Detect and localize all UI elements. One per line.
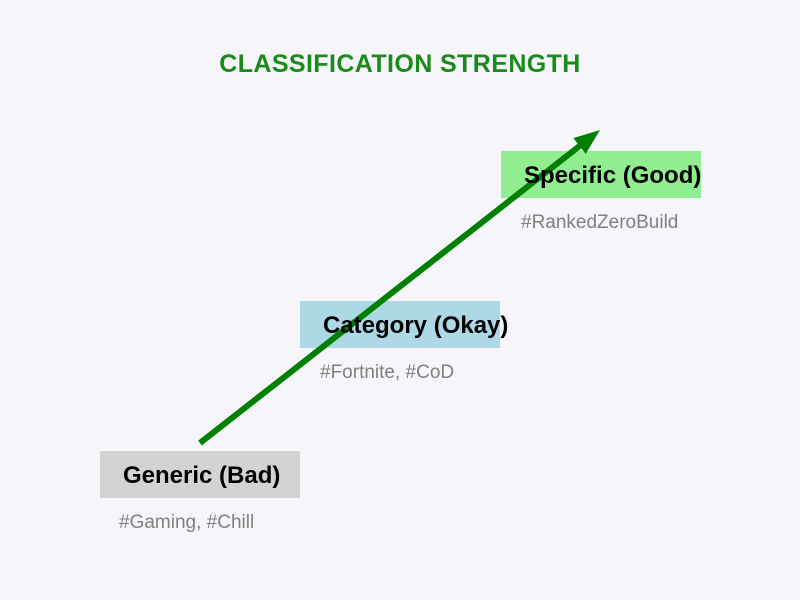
tier-examples-generic: #Gaming, #Chill xyxy=(119,512,255,533)
tier-label-category: Category (Okay) xyxy=(323,312,509,339)
tier-label-generic: Generic (Bad) xyxy=(123,462,281,489)
tier-box-generic xyxy=(100,451,300,498)
tier-label-specific: Specific (Good) xyxy=(524,162,702,189)
tier-examples-category: #Fortnite, #CoD xyxy=(320,362,455,383)
tier-examples-specific: #RankedZeroBuild xyxy=(521,212,679,233)
page-title: CLASSIFICATION STRENGTH xyxy=(219,50,581,78)
